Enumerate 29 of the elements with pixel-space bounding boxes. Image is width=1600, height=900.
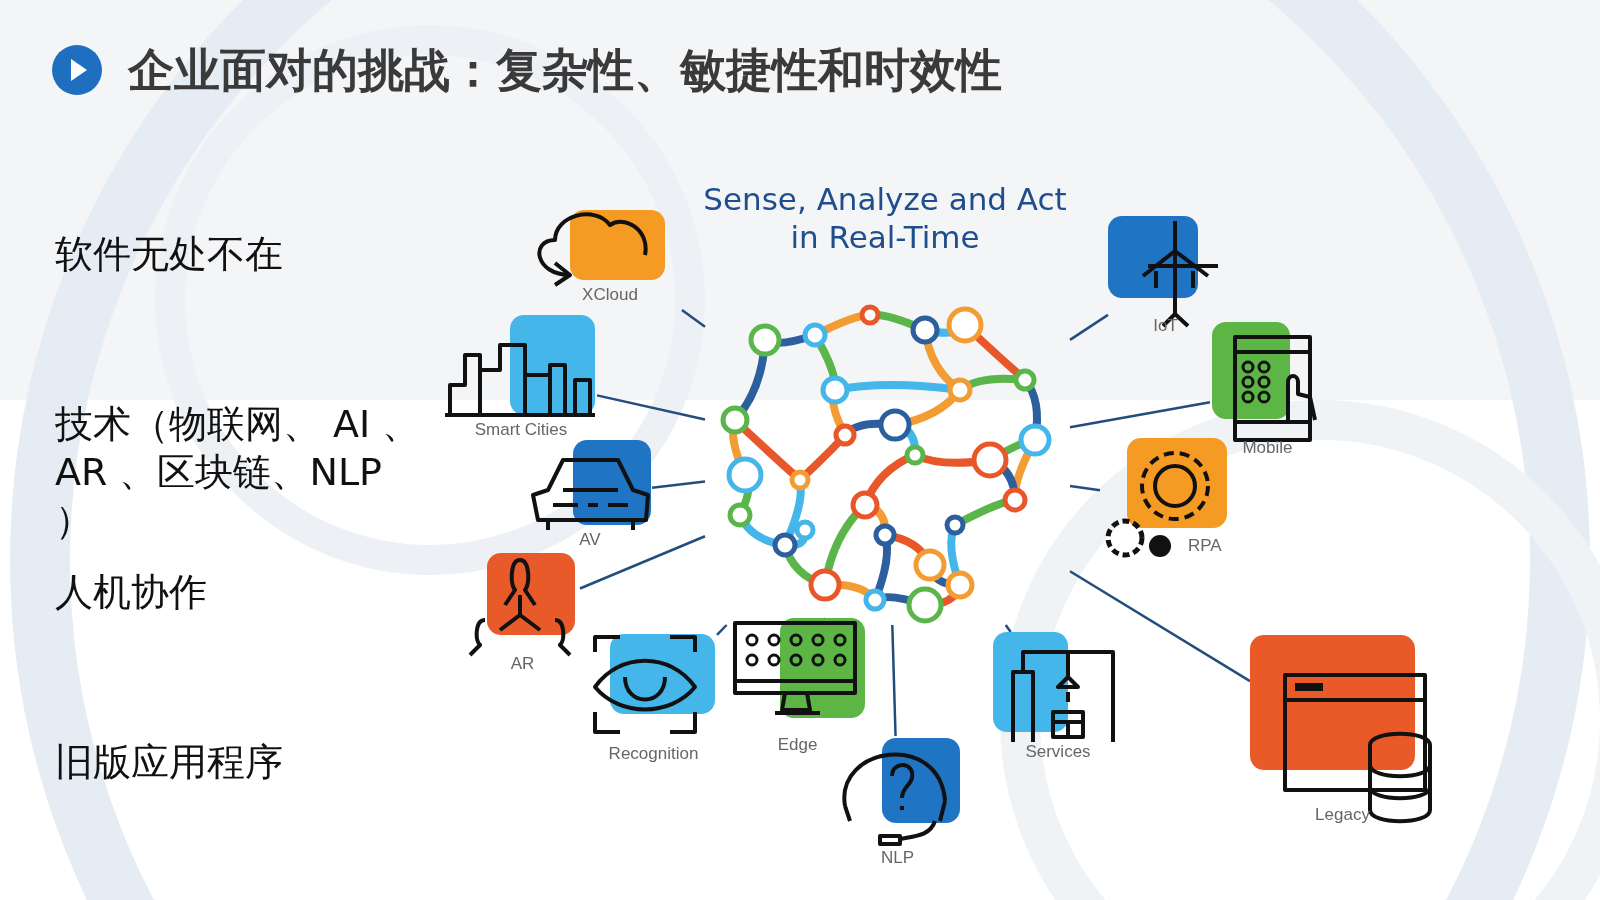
icon-label: Mobile <box>1241 438 1294 458</box>
icon-label: Legacy <box>1314 805 1371 825</box>
icon-label: AV <box>578 530 602 550</box>
icon-label: AR <box>509 654 536 674</box>
diagram-caption: Sense, Analyze and Act in Real-Time <box>702 180 1068 256</box>
connector-line <box>651 480 706 489</box>
icon-label: IoT <box>1152 316 1179 336</box>
icon-label: Smart Cities <box>473 420 569 440</box>
bullet-text: 技术（物联网、 AI 、 AR 、区块链、NLP ） <box>55 401 422 544</box>
icon-label: Recognition <box>607 744 700 764</box>
connector-line <box>1069 570 1251 683</box>
connector-line <box>1004 624 1012 633</box>
bullet-text: 人机协作 <box>55 569 208 616</box>
bullet-text: 软件无处不在 <box>55 231 284 278</box>
connector-line <box>1069 401 1211 429</box>
icon-label: Edge <box>776 735 819 755</box>
slide-title: 企业面对的挑战：复杂性、敏捷性和时效性 <box>128 42 1002 99</box>
icon-label: XCloud <box>581 285 639 305</box>
connector-line <box>681 309 706 328</box>
connector-line <box>1069 313 1109 341</box>
connector-line <box>596 394 706 421</box>
bullet-text: 旧版应用程序 <box>55 739 284 786</box>
connector-line <box>1069 484 1101 492</box>
icon-label: NLP <box>879 848 916 868</box>
connector-line <box>716 624 728 636</box>
connector-line <box>891 624 897 737</box>
icon-label: RPA <box>1188 536 1222 556</box>
connector-line <box>579 535 706 590</box>
icon-label: Services <box>1024 742 1092 762</box>
